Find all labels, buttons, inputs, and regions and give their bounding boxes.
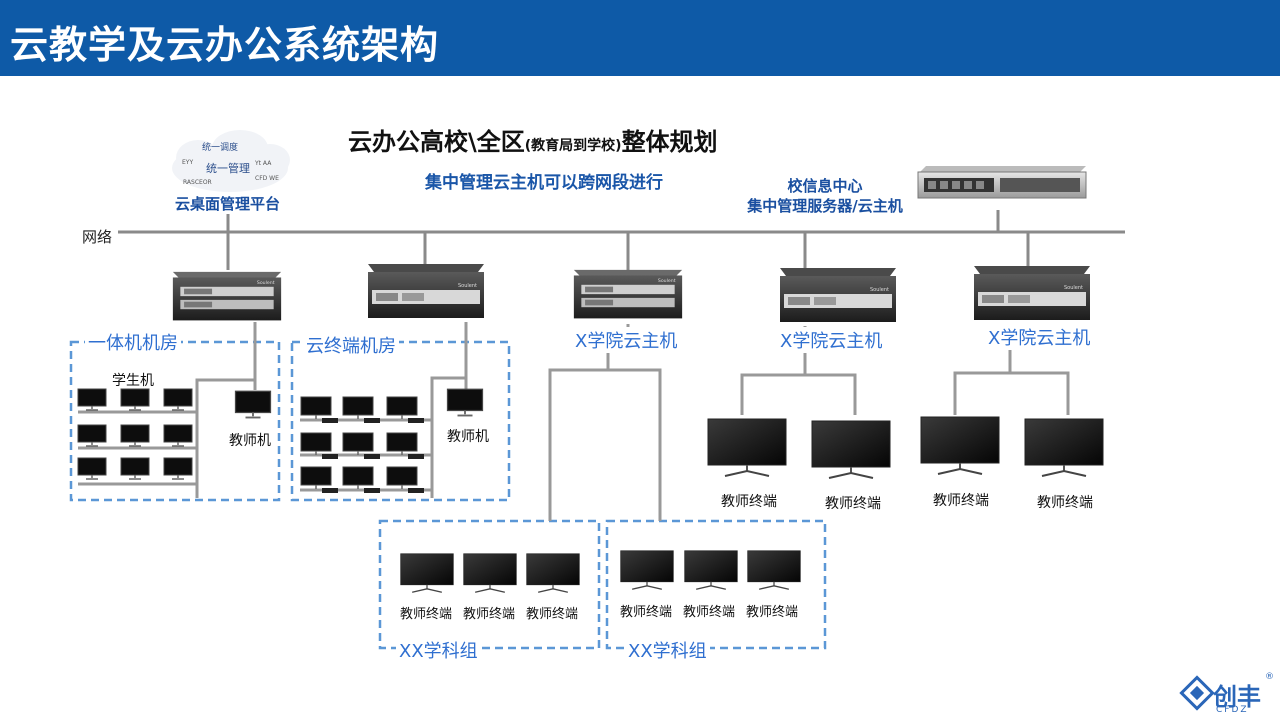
server-drops	[226, 232, 1030, 270]
header-bar	[0, 0, 1280, 76]
subject-group-label-2: XX学科组	[625, 637, 710, 663]
diagram-title-small: (教育局到学校)	[524, 138, 622, 154]
teacher-pc-label-2: 教师机	[447, 429, 489, 445]
college1-wiring	[548, 324, 662, 521]
group1-terminal-label-1: 教师终端	[400, 607, 453, 622]
subject-group-label-1: XX学科组	[396, 637, 481, 663]
page-title: 云教学及云办公系统架构	[10, 23, 440, 67]
diagram-title-end: 整体规划	[621, 128, 718, 156]
teacher-terminal-label-4: 教师终端	[1037, 495, 1093, 511]
info-center-line1: 校信息中心	[787, 177, 863, 195]
college-host-label-3: X学院云主机	[985, 324, 1094, 350]
group1-terminal-label-3: 教师终端	[526, 607, 579, 622]
brand-registered-mark: ®	[1265, 672, 1274, 682]
subject-group-monitors	[400, 550, 801, 593]
room1-wiring	[78, 322, 257, 498]
group2-terminal-label-1: 教师终端	[620, 605, 673, 620]
server-icon-1	[172, 271, 282, 321]
brand-logo-text: 创丰	[1213, 683, 1261, 711]
cloud-icon: 统一调度 统一管理 RASCEOR CFD WE EYY Yt AA	[172, 130, 290, 192]
network-label: 网络	[82, 228, 113, 246]
teacher-monitor-2	[446, 388, 484, 417]
college-host-label-1: X学院云主机	[572, 327, 681, 353]
room-all-in-one-label: 一体机机房	[85, 329, 181, 355]
teacher-terminal-label-1: 教师终端	[721, 494, 777, 510]
group2-terminal-label-3: 教师终端	[746, 605, 799, 620]
teacher-pc-label-1: 教师机	[229, 433, 271, 449]
svg-text:统一管理: 统一管理	[206, 161, 250, 175]
svg-text:EYY: EYY	[182, 159, 193, 166]
room-terminal-label: 云终端机房	[303, 332, 399, 358]
student-pc-label: 学生机	[112, 373, 154, 389]
terminal-monitors	[300, 396, 425, 494]
server-icon-4	[780, 268, 896, 322]
teacher-terminal-monitors	[707, 416, 1104, 479]
diagram-title: 云办公高校\全区(教育局到学校)整体规划	[348, 122, 718, 157]
server-icon-2	[368, 264, 484, 318]
svg-text:统一调度: 统一调度	[202, 141, 238, 153]
diagram-subtitle: 集中管理云主机可以跨网段进行	[425, 173, 663, 193]
group2-terminal-label-2: 教师终端	[683, 605, 736, 620]
brand-logo-subtext: CFDZ	[1216, 705, 1249, 715]
server-icon-3	[573, 269, 683, 319]
teacher-terminal-label-2: 教师终端	[825, 496, 881, 512]
teacher-monitor-1	[234, 390, 272, 419]
info-center-label: 校信息中心 集中管理服务器/云主机	[725, 176, 925, 216]
brand-logo-icon	[1179, 675, 1215, 711]
cloud-platform-label: 云桌面管理平台	[175, 195, 281, 213]
center-rack-server-icon	[917, 166, 1087, 199]
diagram-title-main: 云办公高校\全区	[348, 128, 525, 156]
group1-terminal-label-2: 教师终端	[463, 607, 516, 622]
server-icon-5	[974, 266, 1090, 320]
svg-text:RASCEOR: RASCEOR	[183, 179, 212, 186]
info-center-line2: 集中管理服务器/云主机	[747, 197, 903, 215]
svg-text:Yt AA: Yt AA	[254, 160, 272, 167]
teacher-terminal-label-3: 教师终端	[933, 493, 989, 509]
college-host-label-2: X学院云主机	[777, 327, 886, 353]
student-monitors	[77, 388, 193, 480]
svg-text:CFD WE: CFD WE	[255, 175, 279, 182]
